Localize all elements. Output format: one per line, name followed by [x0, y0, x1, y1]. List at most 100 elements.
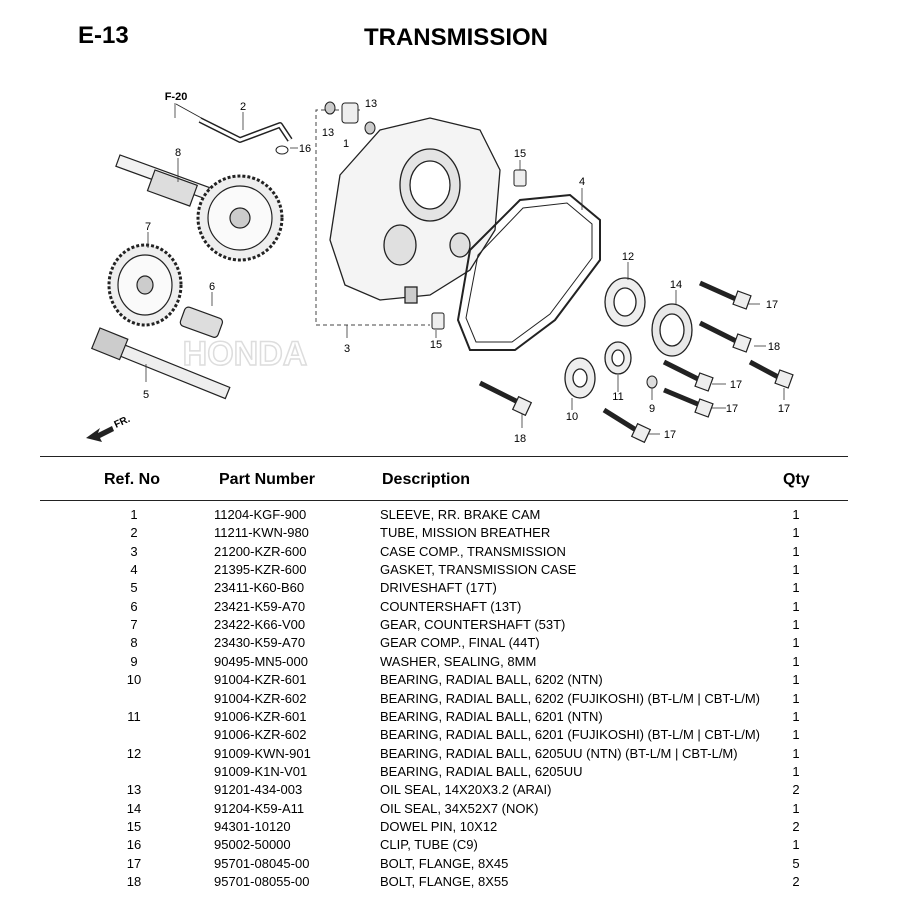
row-qty: 2 [792, 782, 800, 798]
row-part-number: 91009-KWN-901 [214, 745, 311, 761]
row-description: BEARING, RADIAL BALL, 6202 (FUJIKOSHI) (… [380, 690, 760, 706]
table-header-rule [40, 500, 848, 501]
row-qty: 1 [792, 617, 800, 633]
row-part-number: 21395-KZR-600 [214, 562, 307, 578]
row-part-number: 91204-K59-A11 [214, 800, 305, 816]
callout-1: 1 [343, 138, 349, 150]
header-ref-no: Ref. No [104, 471, 160, 488]
row-ref-no: 8 [130, 635, 138, 651]
countershaft [179, 306, 224, 338]
row-part-number: 91201-434-003 [214, 782, 303, 798]
row-qty: 1 [792, 598, 800, 614]
row-qty: 1 [792, 543, 800, 559]
callout-10: 10 [566, 411, 578, 423]
callout-13b: 13 [365, 98, 377, 110]
callout-8: 8 [175, 147, 181, 159]
callout-11: 11 [612, 391, 623, 403]
callout-17d: 17 [726, 403, 738, 415]
callout-2: 2 [240, 101, 246, 113]
callout-7: 7 [145, 221, 151, 233]
row-ref-no: 5 [130, 580, 138, 596]
row-ref-no: 15 [126, 818, 142, 834]
row-part-number: 95002-50000 [214, 837, 291, 853]
row-ref-no: 6 [130, 598, 138, 614]
row-qty: 1 [792, 672, 800, 688]
row-qty: 2 [792, 818, 800, 834]
callout-5: 5 [143, 389, 149, 401]
row-description: GASKET, TRANSMISSION CASE [380, 562, 577, 578]
row-part-number: 91009-K1N-V01 [214, 763, 308, 779]
driveshaft [90, 327, 231, 400]
callout-18b: 18 [514, 433, 526, 445]
countershaft-gear [107, 243, 183, 327]
row-description: BOLT, FLANGE, 8X45 [380, 855, 509, 871]
row-ref-no: 7 [130, 617, 138, 633]
row-ref-no: 1 [130, 507, 138, 522]
final-gear-shaft [115, 154, 284, 262]
callout-12: 12 [622, 251, 634, 263]
row-description: BEARING, RADIAL BALL, 6205UU [380, 763, 583, 779]
callout-14: 14 [670, 279, 682, 291]
bearing-11 [604, 341, 632, 375]
row-qty: 1 [792, 562, 800, 578]
table-row: 91009-K1N-V01 BEARING, RADIAL BALL, 6205U… [0, 763, 900, 781]
row-description: DOWEL PIN, 10X12 [380, 818, 498, 834]
row-qty: 1 [792, 837, 800, 853]
transmission-case [329, 117, 501, 304]
row-ref-no: 10 [126, 672, 142, 688]
flange-bolts [478, 280, 794, 444]
oil-seal-14 [651, 303, 693, 357]
callout-17e: 17 [664, 429, 676, 441]
front-direction-arrow-icon: FR. [86, 414, 132, 442]
row-part-number: 23411-K60-B60 [214, 580, 305, 596]
row-ref-no: 18 [126, 874, 142, 889]
row-description: BEARING, RADIAL BALL, 6202 (NTN) [380, 672, 603, 688]
row-description: BOLT, FLANGE, 8X55 [380, 874, 509, 889]
row-ref-no: 4 [130, 562, 138, 578]
callout-16: 16 [299, 143, 311, 155]
table-top-rule [40, 456, 848, 457]
row-part-number: 94301-10120 [214, 818, 291, 834]
row-description: DRIVESHAFT (17T) [380, 580, 497, 596]
row-description: BEARING, RADIAL BALL, 6201 (FUJIKOSHI) (… [380, 727, 760, 743]
row-description: OIL SEAL, 14X20X3.2 (ARAI) [380, 782, 552, 798]
header-qty: Qty [783, 471, 810, 488]
row-qty: 1 [792, 745, 800, 761]
callout-18a: 18 [768, 341, 780, 353]
direction-label: FR. [113, 414, 132, 431]
row-ref-no: 12 [126, 745, 142, 761]
row-part-number: 23430-K59-A70 [214, 635, 306, 651]
table-row: 15 94301-10120 DOWEL PIN, 10X12 2 [0, 818, 900, 836]
callout-4: 4 [579, 176, 585, 188]
page-title: TRANSMISSION [363, 24, 548, 51]
gasket [456, 193, 601, 351]
row-ref-no: 11 [127, 708, 141, 724]
row-ref-no: 16 [126, 837, 142, 853]
callout-17c: 17 [730, 379, 742, 391]
row-description: SLEEVE, RR. BRAKE CAM [380, 507, 541, 522]
row-qty: 1 [792, 690, 800, 706]
row-part-number: 11211-KWN-980 [214, 525, 309, 541]
row-ref-no: 13 [126, 782, 142, 798]
row-part-number: 21200-KZR-600 [214, 543, 307, 559]
header-description: Description [382, 471, 471, 488]
row-qty: 1 [792, 727, 800, 743]
callout-13a: 13 [322, 127, 334, 139]
row-qty: 1 [792, 800, 800, 816]
exploded-parts-diagram: HONDA [86, 91, 794, 445]
callout-17a: 17 [766, 299, 778, 311]
table-row: 13 91201-434-003 OIL SEAL, 14X20X3.2 (ARAI… [0, 781, 900, 799]
row-ref-no: 3 [130, 543, 138, 559]
table-row: 4 21395-KZR-600 GASKET, TRANSMISSION CASE 1 [0, 561, 900, 579]
